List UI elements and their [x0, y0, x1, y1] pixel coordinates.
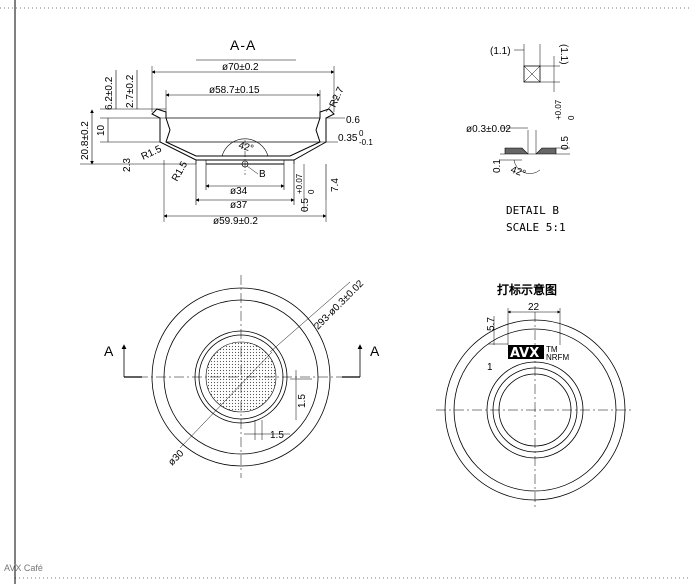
dim-d05: 0.5 — [300, 198, 311, 212]
dim-r15b: R1.5 — [170, 159, 190, 183]
detail-dim-05-tol: +0.07 — [554, 99, 563, 120]
plan-dim-d30: ø30 — [166, 448, 186, 468]
logo-mark — [508, 345, 544, 359]
logo-sub-nrfm: NRFM — [546, 353, 569, 362]
dim-d62: 6.2±0.2 — [104, 76, 115, 110]
marking-dim-57: 5.7 — [486, 317, 497, 331]
dim-d587: ø58.7±0.15 — [209, 85, 260, 96]
marking-view: 打标示意图 22 5.7 1 AVX TM NRFM — [436, 282, 634, 508]
plan-dim-15b: 1.5 — [270, 430, 284, 441]
dim-d208: 20.8±0.2 — [80, 121, 91, 160]
detail-dim-05-tol0: 0 — [567, 115, 576, 120]
dim-d05-tol0: 0 — [307, 189, 316, 194]
detail-dim-11a: (1.1) — [490, 46, 511, 57]
plan-dim-15a: 1.5 — [297, 394, 308, 408]
dim-d37: ø37 — [230, 200, 248, 211]
dim-d27: 2.7±0.2 — [125, 74, 136, 108]
dim-d70: ø70±0.2 — [222, 62, 259, 73]
marking-heading: 打标示意图 — [497, 282, 557, 297]
logo-sub-tm: TM — [546, 345, 558, 354]
section-marker-a-left: A — [104, 343, 114, 359]
watermark: AVX Café — [4, 563, 43, 573]
dim-d06: 0.6 — [346, 115, 360, 126]
plan-dim-holes: 293-ø0.3±0.02 — [312, 278, 366, 332]
dim-r15a: R1.5 — [140, 144, 164, 163]
detail-dim-ang42: 42° — [509, 164, 527, 180]
dim-ang42: 42° — [237, 140, 254, 155]
dim-d05-tol: +0.07 — [295, 173, 304, 194]
dim-d035: 0.35 — [338, 133, 358, 144]
detail-dim-01: 0.1 — [492, 159, 503, 173]
section-title: A-A — [230, 37, 256, 53]
detail-ref-b: B — [259, 169, 266, 180]
plan-view: A A 293-ø0.3±0.02 1.5 1.5 ø30 — [104, 275, 380, 478]
dim-d035-tol-up: 0 — [359, 129, 364, 138]
detail-dim-11b: (1.1) — [558, 44, 569, 65]
dim-d23: 2.3 — [122, 158, 133, 172]
dim-d035-tol-dn: -0.1 — [359, 138, 373, 147]
detail-b: (1.1) (1.1) ø0.3±0.02 0.5 +0.07 0 0.1 42… — [466, 44, 576, 234]
detail-dim-d03: ø0.3±0.02 — [466, 124, 511, 135]
detail-label: DETAIL B — [506, 204, 559, 217]
logo-text: AVX — [510, 346, 539, 361]
dim-d34: ø34 — [230, 186, 248, 197]
dim-d10: 10 — [96, 124, 107, 136]
detail-scale: SCALE 5:1 — [506, 221, 566, 234]
detail-dim-05: 0.5 — [560, 136, 571, 150]
section-marker-a-right: A — [370, 343, 380, 359]
dim-d599: ø59.9±0.2 — [213, 216, 258, 227]
dim-d74: 7.4 — [330, 178, 341, 192]
section-view: A-A ø70±0.2 ø58.7±0.15 R2.7 0.6 0.35 0 -… — [80, 37, 373, 227]
marking-dim-22: 22 — [528, 302, 540, 313]
marking-dim-1: 1 — [487, 362, 493, 373]
